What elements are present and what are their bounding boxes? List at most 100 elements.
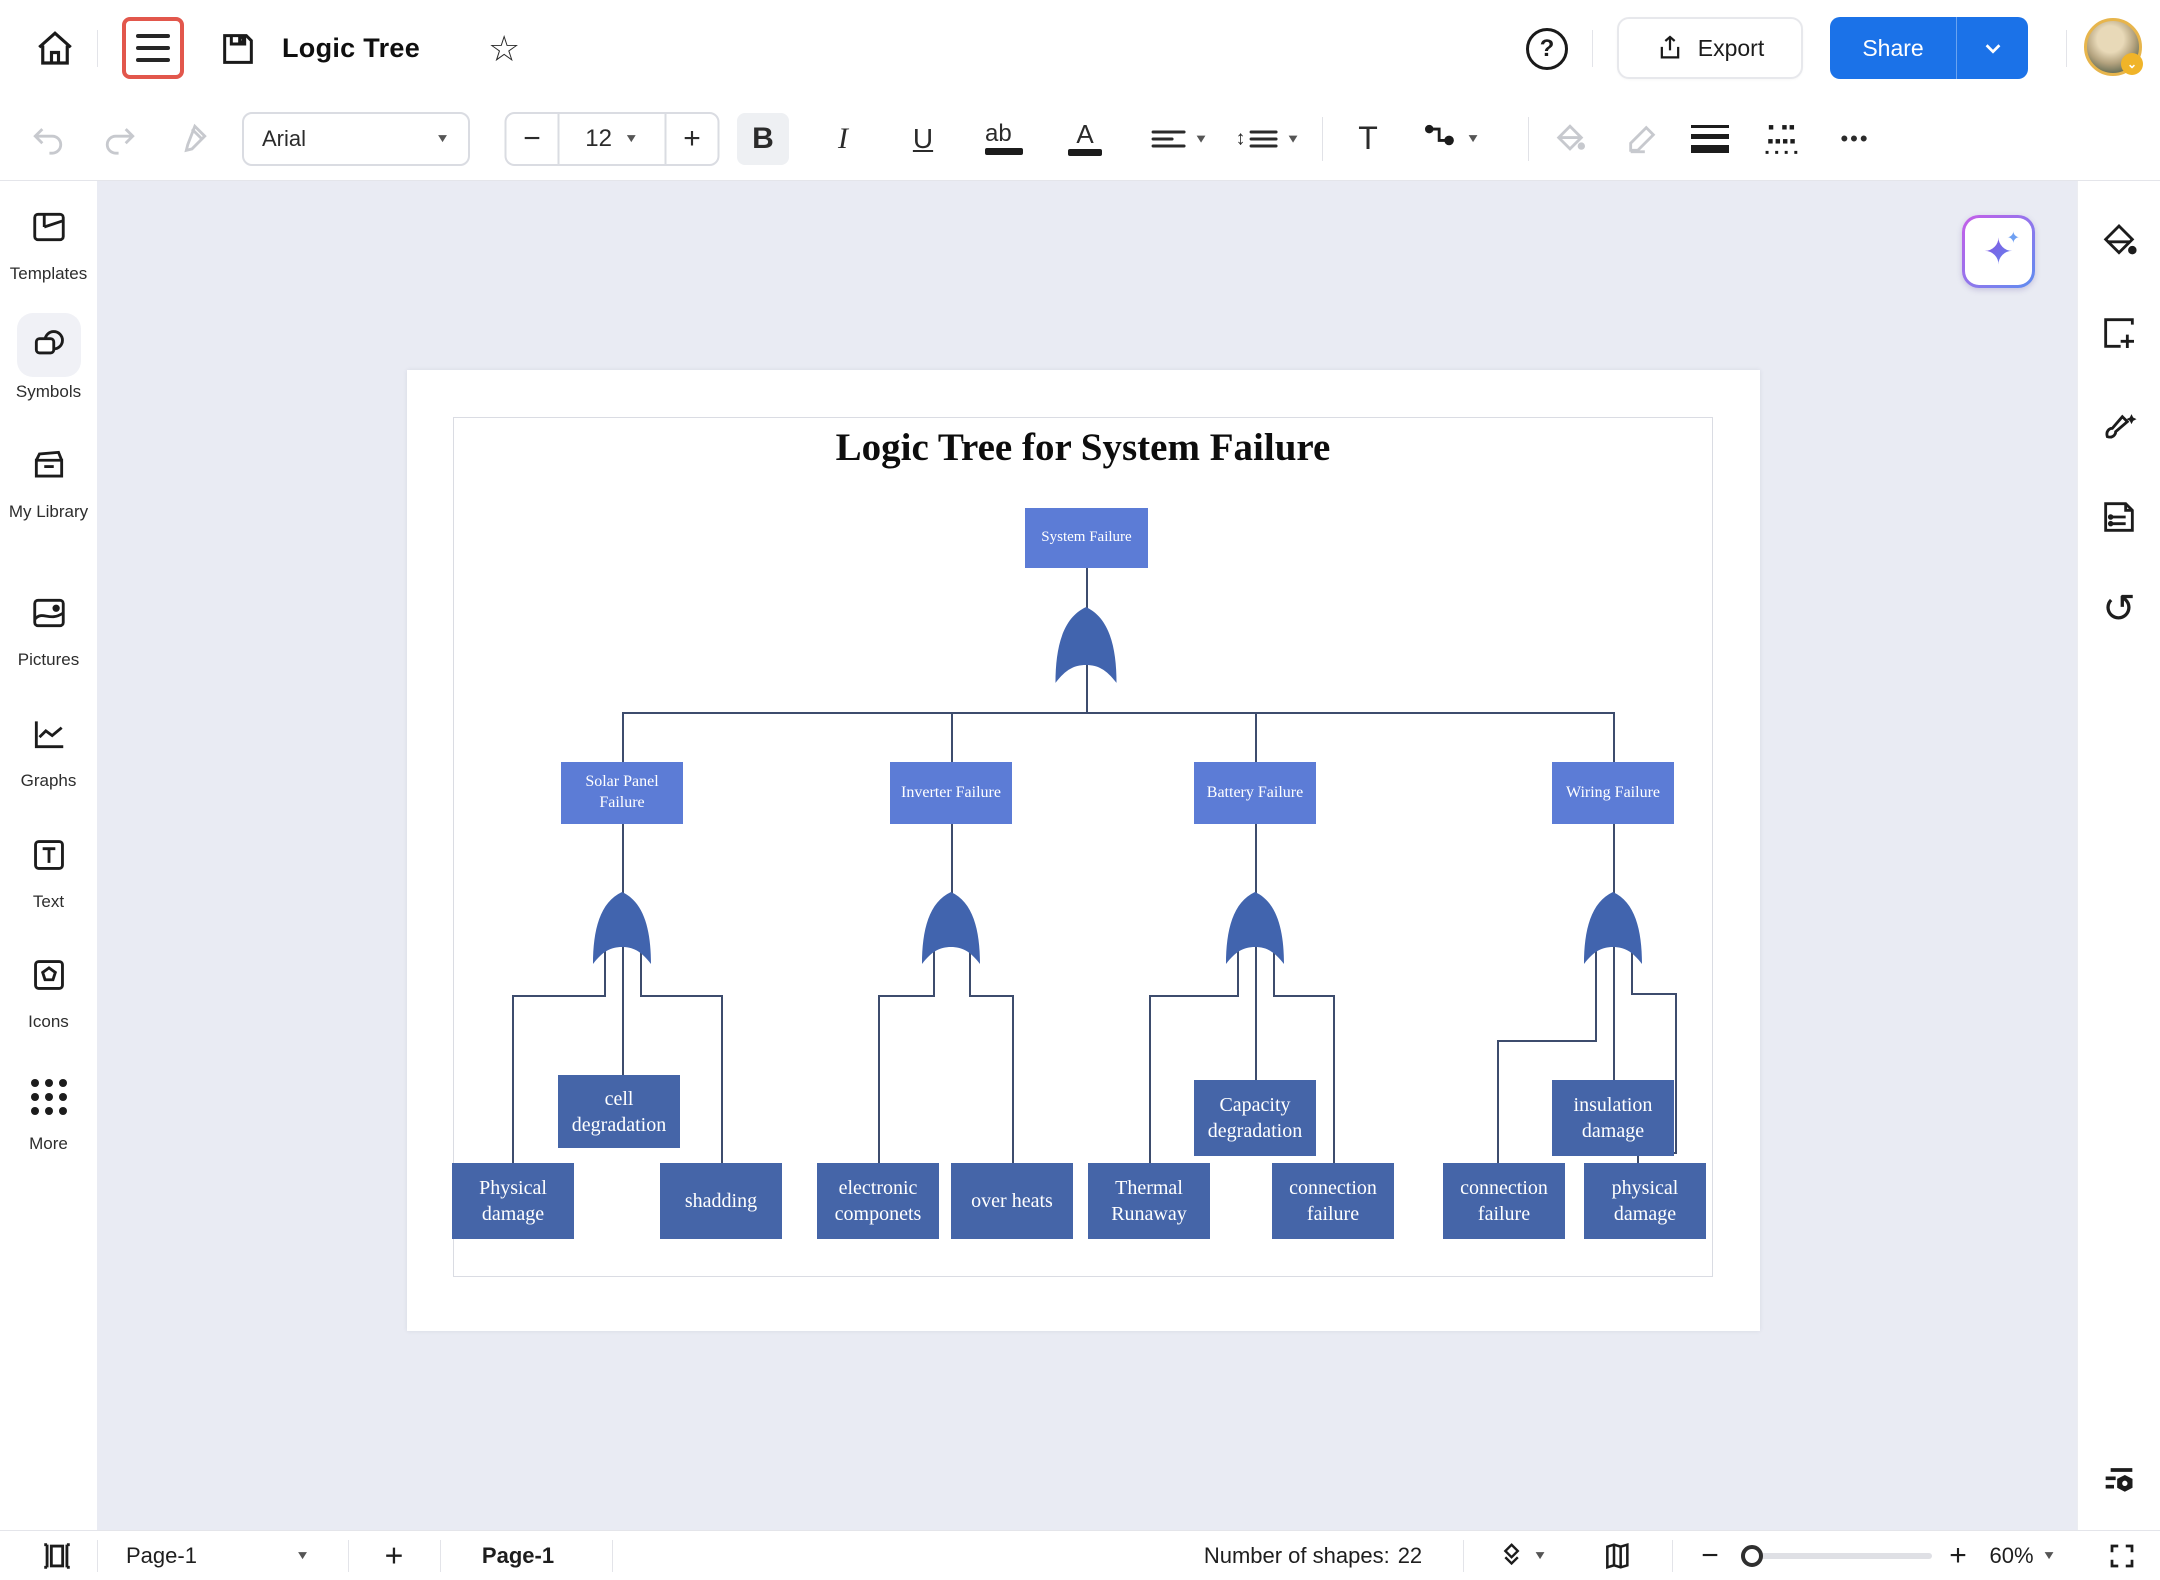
diagram-node[interactable]: Physical damage <box>452 1163 574 1239</box>
connector-line[interactable] <box>512 995 514 1163</box>
connector-line[interactable] <box>1255 933 1257 1080</box>
diagram-node[interactable]: Solar Panel Failure <box>561 762 683 824</box>
font-size-decrease-button[interactable]: − <box>523 121 541 155</box>
line-weight-button[interactable] <box>1691 119 1729 159</box>
connector-line[interactable] <box>640 946 642 996</box>
notes-outline-icon[interactable] <box>2099 497 2139 537</box>
diagram-node[interactable]: Wiring Failure <box>1552 762 1674 824</box>
page-select[interactable]: Page-1 ▼ <box>108 1543 328 1569</box>
connector-line[interactable] <box>1631 993 1677 995</box>
layer-settings-icon[interactable] <box>2099 1460 2139 1500</box>
diagram-node[interactable]: insulation damage <box>1552 1080 1674 1156</box>
sidebar-item-templates[interactable]: Templates <box>0 195 97 284</box>
add-page-button[interactable]: + <box>384 1537 404 1573</box>
diagram-node[interactable]: cell degradation <box>558 1075 680 1148</box>
diagram-node[interactable]: connection failure <box>1443 1163 1565 1239</box>
undo-icon[interactable] <box>22 113 74 165</box>
favorite-star-icon[interactable]: ☆ <box>488 27 521 69</box>
connector-line[interactable] <box>1497 1040 1499 1163</box>
insert-page-icon[interactable] <box>2099 313 2139 353</box>
theme-brush-icon[interactable] <box>2099 405 2139 445</box>
format-painter-icon[interactable] <box>166 113 218 165</box>
connector-tool-button[interactable]: ▼ <box>1424 122 1480 156</box>
connector-line[interactable] <box>1255 824 1257 893</box>
font-size-increase-button[interactable]: + <box>683 121 701 155</box>
more-options-button[interactable]: ••• <box>1840 125 1870 151</box>
connector-line[interactable] <box>1675 993 1677 1153</box>
connector-line[interactable] <box>1086 653 1088 713</box>
text-highlight-button[interactable]: ab <box>978 113 1030 165</box>
font-color-button[interactable]: A <box>1059 113 1111 165</box>
page-thumbnails-icon[interactable] <box>40 1539 74 1573</box>
connector-line[interactable] <box>951 712 953 762</box>
bold-button[interactable]: B <box>737 112 789 165</box>
zoom-slider-knob[interactable] <box>1741 1544 1763 1567</box>
underline-button[interactable]: U <box>912 122 934 154</box>
connector-line[interactable] <box>1613 933 1615 1080</box>
diagram-node[interactable]: physical damage <box>1584 1163 1706 1239</box>
connector-line[interactable] <box>878 995 880 1163</box>
connector-line[interactable] <box>933 946 935 996</box>
zoom-in-button[interactable]: + <box>1949 1538 1967 1572</box>
zoom-out-button[interactable]: − <box>1701 1538 1719 1572</box>
diagram-title[interactable]: Logic Tree for System Failure <box>835 426 1331 469</box>
sidebar-item-text[interactable]: Text <box>0 823 97 912</box>
fill-color-icon[interactable] <box>1544 113 1596 165</box>
font-size-select[interactable]: 12 ▼ <box>557 113 667 164</box>
line-style-button[interactable]: ▪ ▪▪▪▪▪▪▪ ▪ ▪ ▪ <box>1764 116 1800 160</box>
document-title[interactable]: Logic Tree <box>282 33 421 63</box>
share-dropdown-button[interactable] <box>1956 17 2028 79</box>
sidebar-item-symbols[interactable]: Symbols <box>0 313 97 402</box>
export-button[interactable]: Export <box>1617 17 1803 79</box>
connector-line[interactable] <box>622 824 624 893</box>
connector-line[interactable] <box>1631 946 1633 994</box>
diagram-node[interactable]: Inverter Failure <box>890 762 1012 824</box>
connector-line[interactable] <box>622 712 1615 714</box>
ai-assistant-button[interactable]: ✦ ✦ <box>1962 215 2035 288</box>
connector-line[interactable] <box>1613 824 1615 893</box>
sidebar-item-icons[interactable]: Icons <box>0 943 97 1032</box>
fill-style-icon[interactable] <box>2099 221 2139 261</box>
or-gate-shape[interactable] <box>591 890 653 966</box>
connector-line[interactable] <box>622 933 624 1075</box>
sidebar-item-more[interactable]: More <box>0 1065 97 1154</box>
or-gate-shape[interactable] <box>1224 890 1286 966</box>
save-icon[interactable] <box>218 0 258 97</box>
share-button[interactable]: Share <box>1830 17 1956 79</box>
sidebar-item-graphs[interactable]: Graphs <box>0 702 97 791</box>
connector-line[interactable] <box>622 712 624 762</box>
help-icon[interactable]: ? <box>1526 0 1568 97</box>
avatar[interactable]: ⌄ <box>2084 18 2143 76</box>
connector-line[interactable] <box>1595 946 1597 1041</box>
connector-line[interactable] <box>1497 1040 1597 1042</box>
or-gate-shape[interactable] <box>1053 605 1119 685</box>
text-tool-button[interactable]: T <box>1358 120 1378 156</box>
connector-line[interactable] <box>1637 1152 1639 1163</box>
or-gate-shape[interactable] <box>1582 890 1644 966</box>
home-icon[interactable] <box>34 0 76 97</box>
history-icon[interactable]: ↺ <box>2102 587 2136 631</box>
layers-button[interactable]: ▼ <box>1497 1541 1547 1571</box>
text-align-button[interactable]: ▼ <box>1151 126 1208 151</box>
connector-line[interactable] <box>1273 995 1335 997</box>
diagram-node[interactable]: Capacity degradation <box>1194 1080 1316 1156</box>
diagram-node[interactable]: Battery Failure <box>1194 762 1316 824</box>
connector-line[interactable] <box>1149 995 1151 1163</box>
connector-line[interactable] <box>1237 946 1239 996</box>
minimap-button[interactable] <box>1602 1540 1634 1572</box>
connector-line[interactable] <box>1273 946 1275 996</box>
connector-line[interactable] <box>1012 995 1014 1163</box>
redo-icon[interactable] <box>94 113 146 165</box>
italic-button[interactable]: I <box>838 121 848 155</box>
zoom-level-select[interactable]: 60% ▼ <box>1990 1543 2057 1569</box>
fullscreen-button[interactable] <box>2107 1541 2137 1571</box>
diagram-node[interactable]: Thermal Runaway <box>1088 1163 1210 1239</box>
diagram-node[interactable]: System Failure <box>1025 508 1148 568</box>
diagram-node[interactable]: electronic componets <box>817 1163 939 1239</box>
connector-line[interactable] <box>1613 712 1615 762</box>
connector-line[interactable] <box>1255 712 1257 762</box>
sidebar-item-pictures[interactable]: Pictures <box>0 581 97 670</box>
sidebar-item-my-library[interactable]: My Library <box>0 433 97 522</box>
line-color-icon[interactable] <box>1616 113 1668 165</box>
connector-line[interactable] <box>1086 568 1088 611</box>
